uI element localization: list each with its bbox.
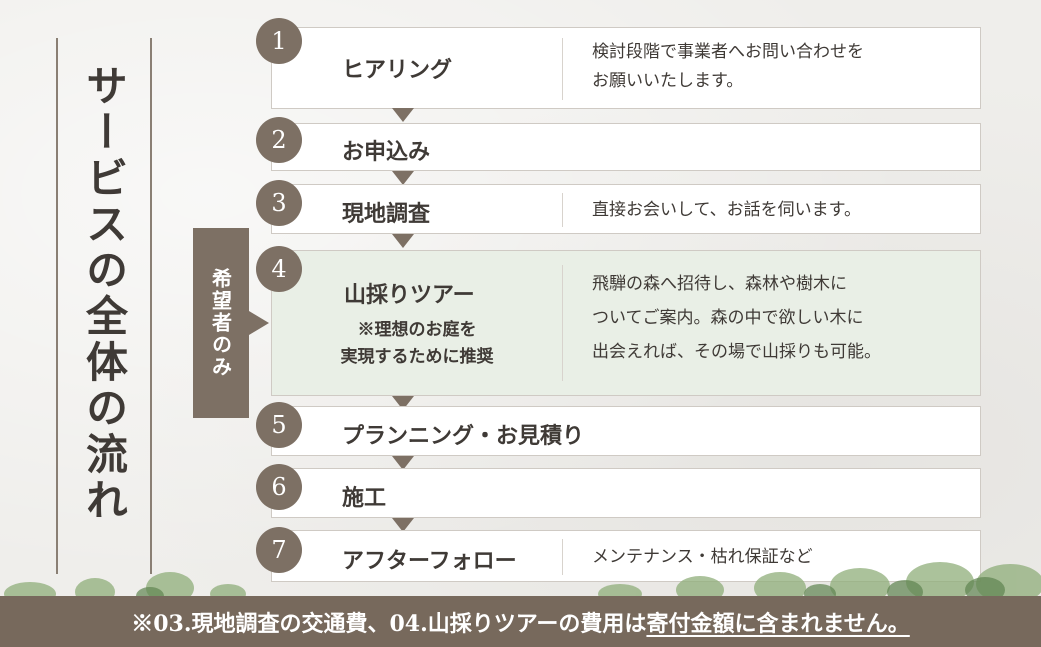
step-1-desc-line-2: お願いいたします。 (592, 70, 744, 91)
step-4-card: 山採りツアー ※理想のお庭を 実現するために推奨 飛騨の森へ招待し、森林や樹木に… (271, 250, 981, 396)
step-4-desc-line-2: ついてご案内。森の中で欲しい木に (592, 308, 864, 328)
step-5-name: プランニング・お見積り (342, 423, 585, 449)
step-6-arrow-icon (392, 518, 414, 532)
tag-pointer-icon (249, 311, 269, 335)
step-4-subnote-line-1: ※理想のお庭を (357, 320, 477, 340)
step-6-number: 6 (256, 464, 302, 510)
step-4-divider (562, 265, 563, 381)
step-2-card: お申込み (271, 123, 981, 171)
step-1-name: ヒアリング (342, 57, 453, 83)
step-7-desc: メンテナンス・枯れ保証など (592, 547, 813, 567)
step-4-subnote: ※理想のお庭を 実現するために推奨 (272, 317, 562, 371)
step-2-arrow-icon (392, 171, 414, 185)
step-3-arrow-icon (392, 234, 414, 248)
step-6-card: 施工 (271, 468, 981, 518)
step-4-desc-line-3: 出会えれば、その場で山採りも可能。 (592, 342, 881, 362)
step-5-arrow-icon (392, 456, 414, 470)
step-3-divider (562, 193, 563, 227)
step-5-card: プランニング・お見積り (271, 406, 981, 456)
footer-note-text: ※03.現地調査の交通費、04.山採りツアーの費用は (131, 610, 647, 637)
step-7-name: アフターフォロー (342, 548, 517, 574)
step-4-subnote-line-2: 実現するために推奨 (340, 347, 494, 368)
step-3-card: 現地調査 直接お会いして、お話を伺います。 (271, 184, 981, 234)
step-1-card: ヒアリング 検討段階で事業者へお問い合わせを お願いいたします。 (271, 27, 981, 109)
step-4-number: 4 (256, 246, 302, 292)
step-6-name: 施工 (342, 485, 387, 511)
step-3-name: 現地調査 (342, 201, 431, 227)
step-5-number: 5 (256, 402, 302, 448)
step-1-arrow-icon (392, 108, 414, 122)
optional-tag: 希望者のみ (193, 228, 249, 418)
step-3-desc: 直接お会いして、お話を伺います。 (592, 200, 861, 220)
footer-note-emphasis: 寄付金額に含まれません。 (646, 610, 910, 637)
step-1-divider (562, 38, 563, 100)
step-4-name: 山採りツアー (344, 282, 475, 308)
step-1-desc: 検討段階で事業者へお問い合わせを お願いいたします。 (592, 38, 864, 96)
title-rule-left (56, 38, 58, 574)
step-2-name: お申込み (342, 139, 431, 165)
page-title: サービスの全体の流れ (79, 64, 129, 524)
step-4-desc: 飛騨の森へ招待し、森林や樹木に ついてご案内。森の中で欲しい木に 出会えれば、そ… (592, 267, 881, 369)
step-2-number: 2 (256, 117, 302, 163)
step-4-desc-line-1: 飛騨の森へ招待し、森林や樹木に (592, 274, 847, 294)
step-7-number: 7 (256, 527, 302, 573)
footer-note: ※03.現地調査の交通費、04.山採りツアーの費用は寄付金額に含まれません。 (0, 596, 1041, 647)
step-1-desc-line-1: 検討段階で事業者へお問い合わせを (592, 42, 864, 62)
title-rule-right (150, 38, 152, 574)
step-7-divider (562, 539, 563, 575)
step-3-number: 3 (256, 180, 302, 226)
step-1-number: 1 (256, 18, 302, 64)
